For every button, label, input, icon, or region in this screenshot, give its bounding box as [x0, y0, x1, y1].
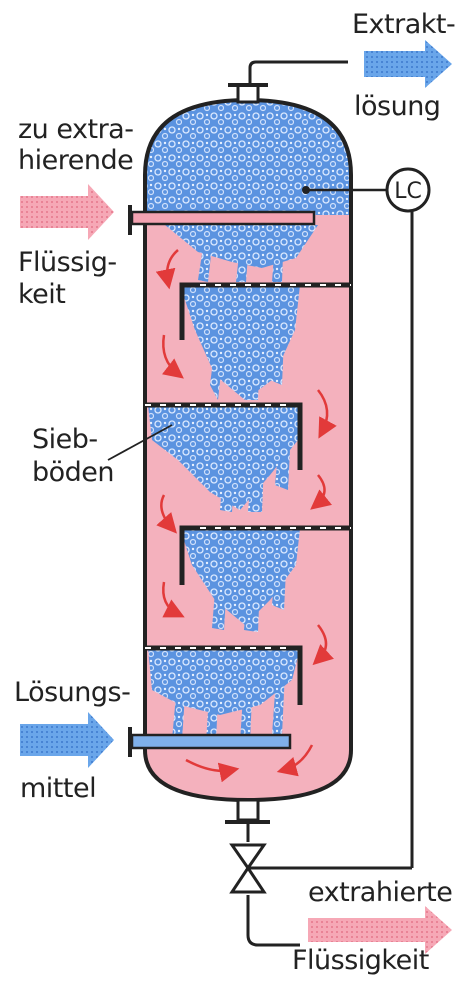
siebboeden-label-line2: böden	[32, 458, 114, 488]
solvent-arrow	[20, 712, 114, 768]
vessel-contents	[140, 95, 355, 805]
siebboeden-label-line1: Sieb-	[32, 425, 98, 455]
extract-label-line2: lösung	[354, 92, 440, 122]
extract-arrow	[364, 40, 452, 88]
lc-label: LC	[394, 179, 422, 204]
bottom-nozzle	[225, 800, 300, 945]
top-nozzle	[228, 62, 348, 102]
feed-arrow	[20, 184, 114, 240]
extract-layer	[140, 95, 355, 215]
raffinate-label-line2: Flüssigkeit	[292, 946, 429, 976]
solvent-label-line2: mittel	[20, 774, 96, 804]
extract-label-line1: Extrakt-	[352, 10, 455, 40]
raffinate-label-line1: extrahierte	[308, 878, 452, 908]
solvent-label-line1: Lösungs-	[14, 678, 130, 708]
feed-label-line3: Flüssig-	[18, 248, 117, 278]
feed-label-line1: zu extra-	[18, 115, 133, 145]
feed-label-line2: hierende	[18, 146, 133, 176]
feed-label-line4: keit	[18, 280, 65, 310]
